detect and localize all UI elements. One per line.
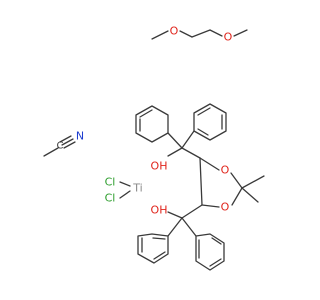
bond-c4-ll xyxy=(167,217,183,237)
bond-c4-lr xyxy=(181,217,197,237)
dme-bond-o1-c xyxy=(179,30,193,38)
ring-ul-double-1 xyxy=(139,109,153,118)
bond-cl1-ti xyxy=(119,181,131,187)
dioxolane-oxygen-lower: O xyxy=(221,201,230,214)
dme-bond-me1 xyxy=(151,30,169,40)
dimethoxyethane-fragment: O O xyxy=(151,25,248,44)
dme-bond-c-o2 xyxy=(209,29,223,37)
gem-methyl-1 xyxy=(241,175,265,189)
bond-c4-oh xyxy=(167,211,183,219)
mecn-nitrogen: N xyxy=(76,130,84,143)
dioxolane-o-cq xyxy=(230,172,243,189)
ring-ur-double-1 xyxy=(197,107,211,116)
bond-c3-c4 xyxy=(181,204,203,219)
dme-oxygen-right: O xyxy=(224,31,233,44)
bond-c1-oh xyxy=(167,147,183,157)
bond-c1-c2 xyxy=(181,147,201,159)
mecn-triple-2 xyxy=(59,135,72,143)
molecule-canvas: O O C N OH O O xyxy=(43,25,265,271)
mecn-triple-1 xyxy=(61,138,74,146)
dme-oxygen-left: O xyxy=(170,25,179,38)
ring-ul xyxy=(135,105,169,143)
titanium-atom: Ti xyxy=(132,182,142,195)
mecn-carbon: C xyxy=(57,141,64,152)
hydroxyl-upper: OH xyxy=(151,160,168,173)
ring-lr-double-2 xyxy=(209,258,222,267)
ring-ll-double-2 xyxy=(153,251,166,260)
ring-lr-double-3 xyxy=(211,237,222,245)
ring-ur xyxy=(193,103,227,141)
chlorine-upper: Cl xyxy=(105,176,116,189)
ring-lr xyxy=(195,233,225,271)
ring-ur-double-3 xyxy=(197,128,209,136)
mecn-triple-3 xyxy=(63,141,76,149)
bond-ur-c1 xyxy=(181,130,195,149)
bond-cl2-ti xyxy=(119,190,131,199)
dioxolane-oxygen-upper: O xyxy=(221,164,230,177)
gem-methyl-2 xyxy=(241,187,259,203)
dioxolane-o2-c3 xyxy=(201,204,220,208)
ring-ll xyxy=(137,233,169,264)
titanium-dichloride: Ti Cl Cl xyxy=(105,176,143,205)
bond-ul-c1 xyxy=(167,132,183,149)
acetonitrile-fragment: C N xyxy=(43,130,84,157)
mecn-bond-me xyxy=(43,147,59,157)
dioxolane-c3-c2 xyxy=(199,157,203,206)
dme-bond-me2 xyxy=(233,29,248,37)
dme-bond-c-c xyxy=(191,29,211,38)
dioxolane-c2-o xyxy=(199,157,220,171)
structure-drawing: O O C N OH O O xyxy=(43,25,265,271)
chlorine-lower: Cl xyxy=(105,192,116,205)
dioxolane-cq-o2 xyxy=(231,187,243,206)
ring-ll-double-3 xyxy=(152,237,166,240)
taddol-ligand: OH O O OH xyxy=(135,103,265,271)
hydroxyl-lower: OH xyxy=(151,204,168,217)
